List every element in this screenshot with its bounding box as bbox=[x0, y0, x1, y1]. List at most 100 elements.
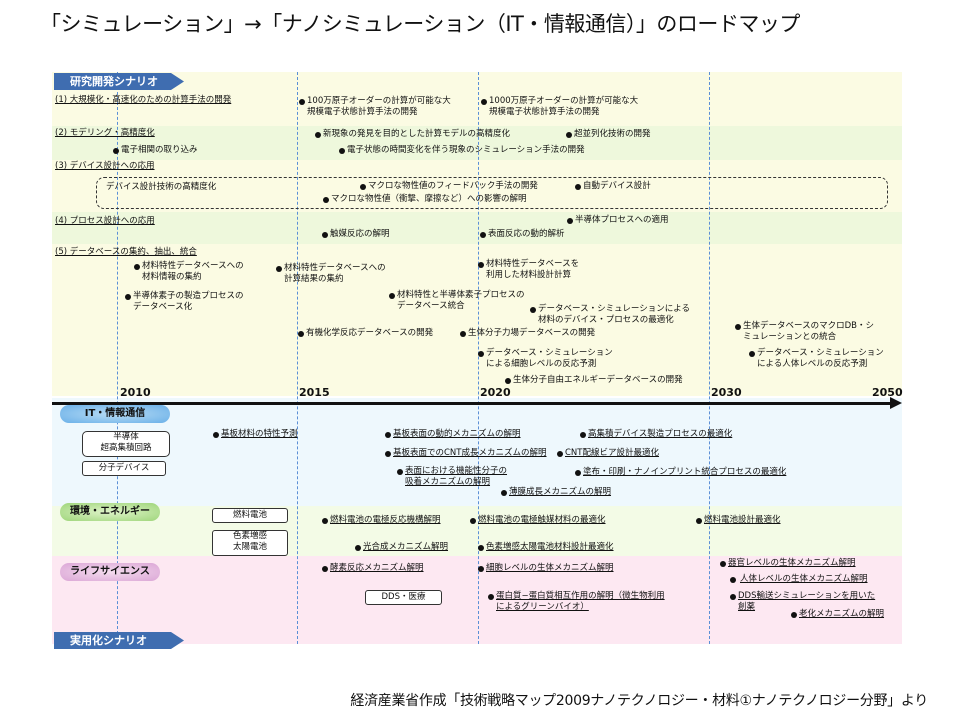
milestone-dot bbox=[730, 594, 736, 600]
milestone-text: 燃料電池設計最適化 bbox=[704, 515, 781, 525]
milestone-text: 表面における機能性分子の 吸着メカニズムの解明 bbox=[405, 466, 508, 487]
page-title: 「シミュレーション」→「ナノシミュレーション（IT・情報通信）」のロードマップ bbox=[40, 12, 800, 36]
year-label-2010: 2010 bbox=[120, 386, 151, 399]
milestone-dot bbox=[322, 518, 328, 524]
milestone-text: 燃料電池の電極反応機構解明 bbox=[330, 515, 441, 525]
milestone-dot bbox=[125, 294, 131, 300]
milestone-dot bbox=[696, 518, 702, 524]
milestone-text: 基板材料の特性予測 bbox=[221, 429, 298, 439]
milestone-dot bbox=[478, 545, 484, 551]
milestone-dot bbox=[575, 184, 581, 190]
milestone-dot bbox=[385, 451, 391, 457]
year-label-2015: 2015 bbox=[299, 386, 330, 399]
milestone-text: 材料特性と半導体素子プロセスの データベース統合 bbox=[397, 290, 525, 311]
year-line-2020 bbox=[478, 72, 479, 644]
milestone-text: 高集積デバイス製造プロセスの最適化 bbox=[588, 429, 733, 439]
milestone-text: データベース・シミュレーションによる 材料のデバイス・プロセスの最適化 bbox=[538, 304, 690, 325]
milestone-dot bbox=[460, 331, 466, 337]
milestone-text: 半導体プロセスへの適用 bbox=[575, 215, 669, 225]
milestone-text: 材料特性データベースへの 材料情報の集約 bbox=[142, 261, 244, 282]
milestone-text: 酵素反応メカニズム解明 bbox=[330, 563, 424, 573]
milestone-dot bbox=[557, 451, 563, 457]
milestone-text: 器官レベルの生体メカニズム解明 bbox=[728, 558, 856, 568]
env-band bbox=[52, 506, 902, 556]
category-5-heading: (5) データベースの集約、抽出、統合 bbox=[55, 247, 197, 257]
milestone-text: 材料特性データベースを 利用した材料設計計算 bbox=[486, 259, 580, 280]
fuel-cell-box: 燃料電池 bbox=[212, 508, 288, 523]
milestone-dot bbox=[360, 184, 366, 190]
milestone-dot bbox=[566, 132, 572, 138]
milestone-dot bbox=[749, 351, 755, 357]
milestone-dot bbox=[315, 132, 321, 138]
milestone-text: 触媒反応の解明 bbox=[330, 229, 390, 239]
research-scenario-tab: 研究開発シナリオ bbox=[54, 73, 184, 90]
milestone-text: 基板表面の動的メカニズムの解明 bbox=[393, 429, 521, 439]
milestone-text: 電子相関の取り込み bbox=[121, 145, 198, 155]
category-2-heading: (2) モデリング・高精度化 bbox=[55, 128, 155, 138]
category-3-heading: (3) デバイス設計への応用 bbox=[55, 161, 155, 171]
milestone-text: データベース・シミュレーション による人体レベルの反応予測 bbox=[757, 348, 884, 369]
semiconductor-box: 半導体 超高集積回路 bbox=[82, 431, 170, 457]
year-line-2015 bbox=[297, 72, 298, 644]
milestone-dot bbox=[488, 594, 494, 600]
milestone-text: 燃料電池の電極触媒材料の最適化 bbox=[478, 515, 606, 525]
milestone-text: 1000万原子オーダーの計算が可能な大 規模電子状態計算手法の開発 bbox=[489, 96, 639, 117]
practical-scenario-tab: 実用化シナリオ bbox=[54, 632, 184, 649]
arrow-head-icon bbox=[890, 397, 902, 409]
category-1-heading: (1) 大規模化・高速化のための計算手法の開発 bbox=[55, 95, 232, 105]
milestone-text: 生体分子力場データベースの開発 bbox=[468, 328, 596, 338]
milestone-dot bbox=[478, 351, 484, 357]
milestone-dot bbox=[567, 218, 573, 224]
milestone-dot bbox=[397, 469, 403, 475]
milestone-dot bbox=[276, 266, 282, 272]
source-note: 経済産業省作成「技術戦略マップ2009ナノテクノロジー・材料①ナノテクノロジー分… bbox=[350, 693, 928, 709]
milestone-text: 100万原子オーダーの計算が可能な大 規模電子状態計算手法の開発 bbox=[307, 96, 451, 117]
milestone-dot bbox=[355, 545, 361, 551]
milestone-dot bbox=[213, 432, 219, 438]
milestone-dot bbox=[470, 518, 476, 524]
milestone-text: 人体レベルの生体メカニズム解明 bbox=[740, 574, 868, 584]
milestone-dot bbox=[389, 293, 395, 299]
year-label-2030: 2030 bbox=[711, 386, 742, 399]
milestone-text: 超並列化技術の開発 bbox=[574, 129, 651, 139]
year-line-2030 bbox=[709, 72, 710, 644]
milestone-text: CNT配線ビア設計最適化 bbox=[565, 448, 659, 458]
timeline-axis bbox=[52, 402, 892, 405]
year-label-2020: 2020 bbox=[480, 386, 511, 399]
milestone-text: 新現象の発見を目的とした計算モデルの高精度化 bbox=[323, 129, 511, 139]
milestone-text: 自動デバイス設計 bbox=[583, 181, 651, 191]
it-section-label: IT・情報通信 bbox=[60, 405, 170, 423]
milestone-text: 材料特性データベースへの 計算結果の集約 bbox=[284, 263, 386, 284]
milestone-text: 半導体素子の製造プロセスの データベース化 bbox=[133, 291, 244, 312]
milestone-dot bbox=[505, 378, 511, 384]
milestone-text: 光合成メカニズム解明 bbox=[363, 542, 449, 552]
milestone-dot bbox=[735, 324, 741, 330]
milestone-dot bbox=[113, 148, 119, 154]
milestone-dot bbox=[478, 262, 484, 268]
milestone-text: 塗布・印刷・ナノインプリント統合プロセスの最適化 bbox=[583, 467, 787, 477]
milestone-text: 細胞レベルの生体メカニズム解明 bbox=[486, 563, 614, 573]
milestone-dot bbox=[134, 264, 140, 270]
milestone-text: マクロな物性値（衝撃、摩擦など）への影響の解明 bbox=[331, 194, 527, 204]
milestone-dot bbox=[323, 197, 329, 203]
milestone-text: 電子状態の時間変化を伴う現象のシミュレーション手法の開発 bbox=[347, 145, 585, 155]
year-line-2010 bbox=[117, 72, 118, 644]
milestone-dot bbox=[575, 470, 581, 476]
group-label: デバイス設計技術の高精度化 bbox=[106, 182, 217, 192]
milestone-text: 老化メカニズムの解明 bbox=[799, 609, 885, 619]
milestone-dot bbox=[580, 432, 586, 438]
year-label-2050: 2050 bbox=[872, 386, 903, 399]
milestone-dot bbox=[480, 232, 486, 238]
milestone-dot bbox=[322, 232, 328, 238]
milestone-text: 生体データベースのマクロDB・シ ミュレーションとの統合 bbox=[743, 321, 874, 342]
milestone-dot bbox=[385, 432, 391, 438]
milestone-text: 蛋白質−蛋白質相互作用の解明（微生物利用 によるグリーンバイオ） bbox=[496, 591, 665, 612]
research-strip bbox=[52, 126, 902, 160]
milestone-text: データベース・シミュレーション による細胞レベルの反応予測 bbox=[486, 348, 613, 369]
milestone-dot bbox=[720, 561, 726, 567]
dds-medical-box: DDS・医療 bbox=[365, 590, 442, 605]
env-section-label: 環境・エネルギー bbox=[60, 503, 160, 521]
dye-solar-box: 色素増感 太陽電池 bbox=[212, 530, 288, 556]
milestone-text: 有機化学反応データベースの開発 bbox=[306, 328, 434, 338]
milestone-dot bbox=[322, 566, 328, 572]
